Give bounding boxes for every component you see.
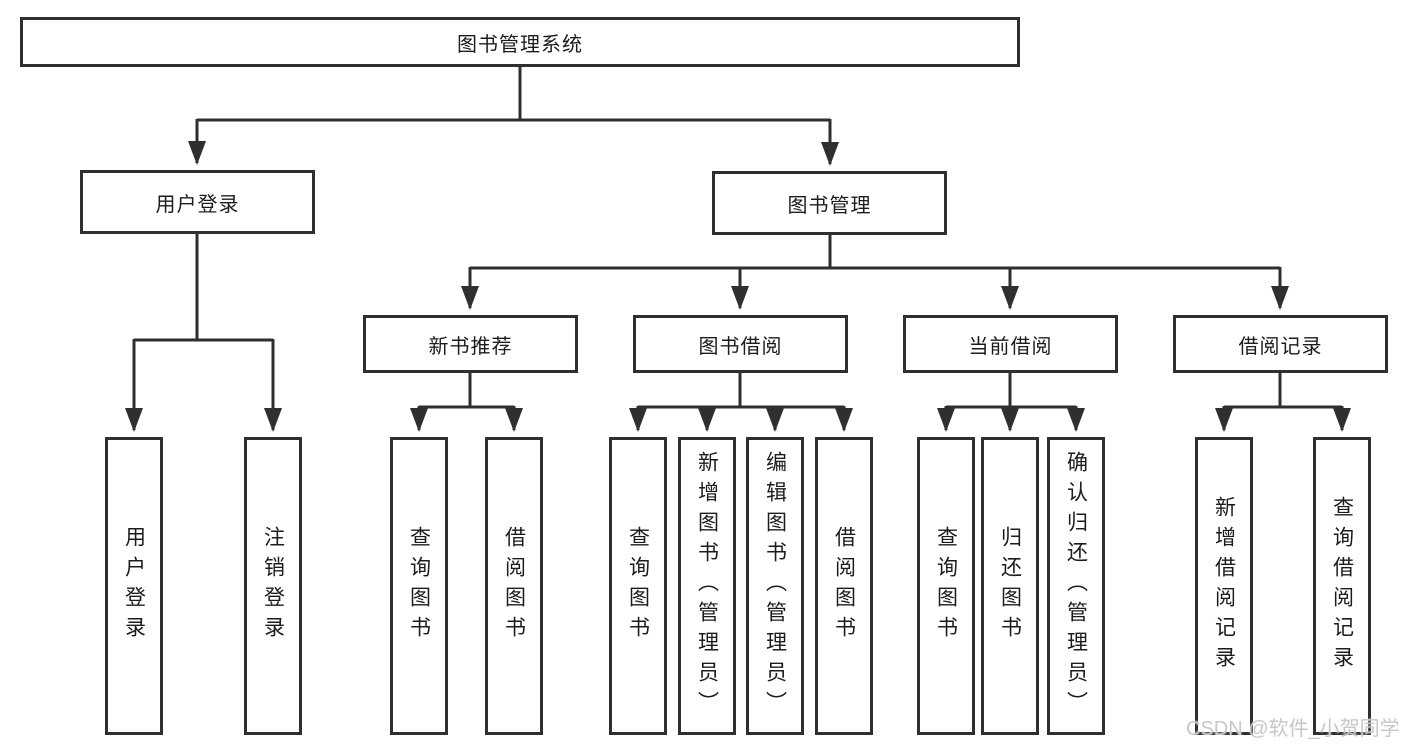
node-label: 查询图书	[934, 526, 958, 646]
node-book-borrowing: 图书借阅	[633, 315, 848, 373]
node-book-management: 图书管理	[712, 171, 947, 235]
node-new-book-recommendation: 新书推荐	[363, 315, 578, 373]
csdn-watermark: CSDN @软件_小贺同学	[1186, 718, 1400, 740]
leaf-add-book-admin: 新增图书（管理员）	[678, 437, 736, 735]
node-user-login: 用户登录	[80, 170, 315, 234]
leaf-add-borrow-record: 新增借阅记录	[1195, 437, 1253, 735]
leaf-query-borrow-record: 查询借阅记录	[1313, 437, 1371, 735]
node-label: 借阅记录	[1238, 335, 1323, 358]
node-label: 编辑图书（管理员）	[763, 451, 787, 721]
node-label: 注销登录	[261, 526, 285, 646]
leaf-query-books-1: 查询图书	[390, 437, 448, 735]
leaf-logout: 注销登录	[244, 437, 302, 735]
node-label: 新增借阅记录	[1212, 496, 1236, 676]
leaf-user-login: 用户登录	[105, 437, 163, 735]
node-label: 图书管理系统	[457, 33, 583, 56]
node-label: 图书管理	[787, 194, 872, 217]
node-label: 借阅图书	[832, 526, 856, 646]
node-library-management-system: 图书管理系统	[20, 17, 1020, 67]
leaf-query-books-2: 查询图书	[609, 437, 667, 735]
node-label: 新增图书（管理员）	[695, 451, 719, 721]
node-label: 借阅图书	[502, 526, 526, 646]
node-label: 用户登录	[155, 193, 240, 216]
leaf-query-books-3: 查询图书	[917, 437, 975, 735]
node-label: 用户登录	[122, 526, 146, 646]
node-label: 确认归还（管理员）	[1064, 451, 1088, 721]
node-borrowing-records: 借阅记录	[1173, 315, 1388, 373]
leaf-edit-book-admin: 编辑图书（管理员）	[746, 437, 804, 735]
node-label: 当前借阅	[968, 335, 1053, 358]
leaf-borrow-books-2: 借阅图书	[815, 437, 873, 735]
node-label: 查询借阅记录	[1330, 496, 1354, 676]
node-label: 查询图书	[407, 526, 431, 646]
leaf-confirm-return-admin: 确认归还（管理员）	[1047, 437, 1105, 735]
node-current-borrowing: 当前借阅	[903, 315, 1118, 373]
node-label: 图书借阅	[698, 335, 783, 358]
leaf-return-books: 归还图书	[981, 437, 1039, 735]
node-label: 归还图书	[998, 526, 1022, 646]
node-label: 查询图书	[626, 526, 650, 646]
leaf-borrow-books-1: 借阅图书	[485, 437, 543, 735]
node-label: 新书推荐	[428, 335, 513, 358]
